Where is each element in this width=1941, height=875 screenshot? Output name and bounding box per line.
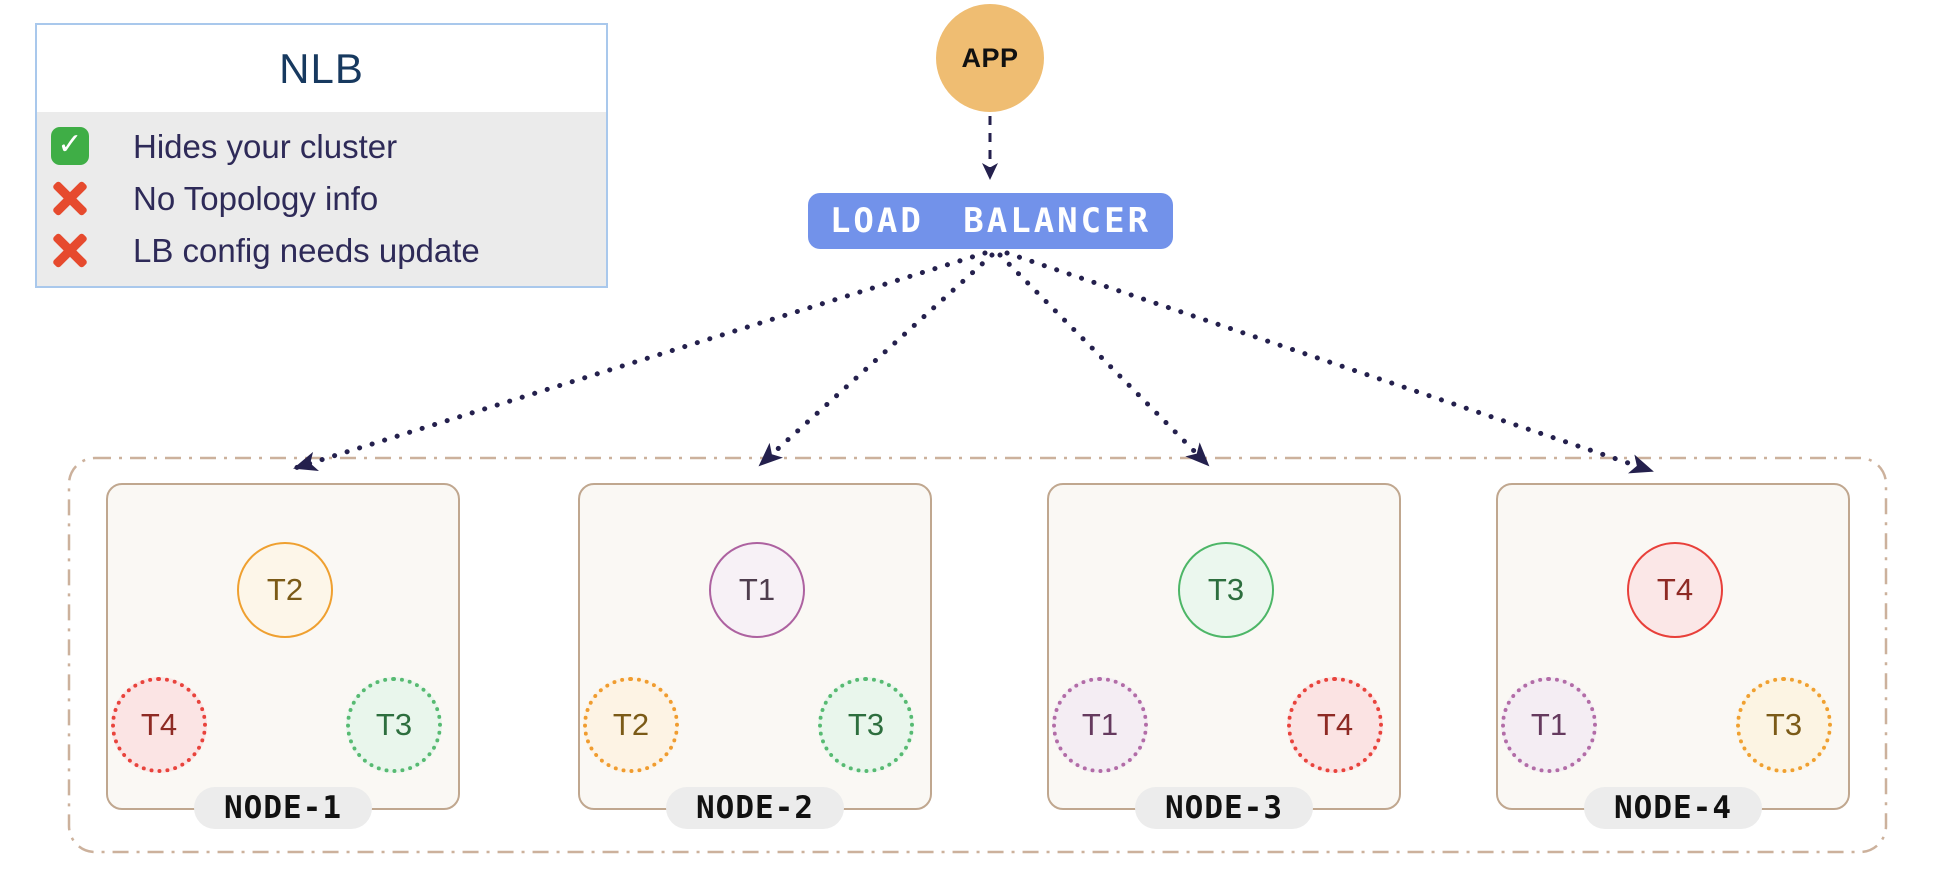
task-label: T1 bbox=[1081, 707, 1119, 742]
task-circle: T4 bbox=[111, 677, 207, 773]
task-label: T1 bbox=[738, 572, 776, 607]
legend-item: LB config needs update bbox=[51, 224, 596, 276]
task-circle: T1 bbox=[1501, 677, 1597, 773]
legend-card: NLB ✓ Hides your cluster No Topology inf… bbox=[35, 23, 608, 288]
legend-title: NLB bbox=[279, 44, 364, 92]
node-label: NODE-1 bbox=[194, 787, 372, 829]
task-label: T2 bbox=[266, 572, 304, 607]
task-circle: T4 bbox=[1287, 677, 1383, 773]
cross-icon bbox=[51, 179, 89, 217]
legend-item-text: LB config needs update bbox=[133, 231, 480, 269]
task-circle: T3 bbox=[1178, 542, 1274, 638]
connector-lb-to-node-4 bbox=[1004, 250, 1655, 474]
task-circle: T1 bbox=[1052, 677, 1148, 773]
node-label: NODE-4 bbox=[1584, 787, 1762, 829]
node-label: NODE-2 bbox=[666, 787, 844, 829]
node-label: NODE-3 bbox=[1135, 787, 1313, 829]
task-circle: T3 bbox=[1736, 677, 1832, 773]
check-icon: ✓ bbox=[51, 127, 89, 165]
check-glyph: ✓ bbox=[57, 127, 83, 162]
node-card-1: T2 T4 T3 NODE-1 bbox=[106, 483, 460, 829]
cross-icon bbox=[51, 231, 89, 269]
app-node-label: APP bbox=[961, 42, 1019, 73]
node-card-4: T4 T1 T3 NODE-4 bbox=[1496, 483, 1850, 829]
node-card-2: T1 T2 T3 NODE-2 bbox=[578, 483, 932, 829]
task-label: T2 bbox=[612, 707, 650, 742]
legend-item: ✓ Hides your cluster bbox=[51, 120, 596, 172]
task-label: T4 bbox=[1316, 707, 1354, 742]
node-card-3: T3 T1 T4 NODE-3 bbox=[1047, 483, 1401, 829]
load-balancer-label: LOAD BALANCER bbox=[829, 201, 1152, 241]
task-label: T3 bbox=[375, 707, 413, 742]
task-label: T1 bbox=[1530, 707, 1568, 742]
task-circle: T3 bbox=[818, 677, 914, 773]
task-circle: T4 bbox=[1627, 542, 1723, 638]
task-label: T3 bbox=[1765, 707, 1803, 742]
connector-lb-to-node-3 bbox=[997, 252, 1211, 468]
task-label: T3 bbox=[847, 707, 885, 742]
task-circle: T2 bbox=[583, 677, 679, 773]
connector-lb-to-node-2 bbox=[757, 252, 995, 468]
app-node: APP bbox=[936, 4, 1044, 112]
legend-body: ✓ Hides your cluster No Topology info LB… bbox=[37, 112, 606, 286]
task-label: T4 bbox=[1656, 572, 1694, 607]
legend-item: No Topology info bbox=[51, 172, 596, 224]
task-circle: T2 bbox=[237, 542, 333, 638]
legend-item-text: Hides your cluster bbox=[133, 127, 398, 165]
load-balancer-node: LOAD BALANCER bbox=[808, 193, 1173, 249]
task-label: T3 bbox=[1207, 572, 1245, 607]
task-circle: T3 bbox=[346, 677, 442, 773]
task-label: T4 bbox=[140, 707, 178, 742]
task-circle: T1 bbox=[709, 542, 805, 638]
legend-item-text: No Topology info bbox=[133, 179, 379, 217]
